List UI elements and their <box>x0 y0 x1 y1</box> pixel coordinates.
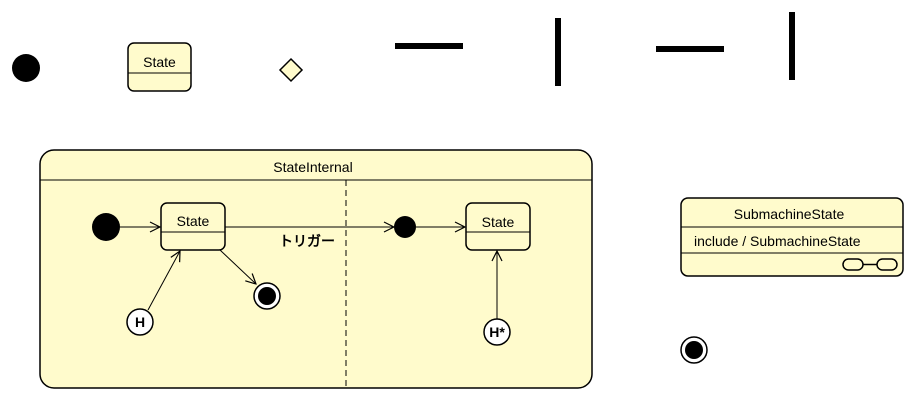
deep-history-label: H* <box>489 324 505 340</box>
transition-state-to-final[interactable] <box>219 249 256 284</box>
join-bar-horizontal-icon[interactable] <box>656 46 724 52</box>
fork-bar-horizontal-icon[interactable] <box>395 43 463 49</box>
region-right-state-label: State <box>482 214 515 230</box>
region-left-state-label: State <box>177 213 210 229</box>
final-state-icon[interactable] <box>680 336 708 364</box>
fork-bar-vertical-icon[interactable] <box>555 18 561 86</box>
region-final-state[interactable] <box>253 282 281 310</box>
composite-state-title: StateInternal <box>273 159 352 175</box>
shallow-history-node[interactable]: H <box>126 308 154 336</box>
submachine-state[interactable]: SubmachineState include / SubmachineStat… <box>680 197 904 277</box>
right-region-initial-node[interactable] <box>394 216 416 238</box>
state-palette-item[interactable]: State <box>127 42 192 92</box>
region-right-state[interactable]: State <box>465 202 531 251</box>
submachine-activity: include / SubmachineState <box>694 233 861 249</box>
choice-diamond-icon[interactable] <box>278 57 304 83</box>
initial-node-icon[interactable] <box>12 54 40 82</box>
composite-state[interactable]: StateInternal <box>39 149 593 389</box>
transition-history-to-state[interactable] <box>147 251 180 311</box>
transition-trigger-label: トリガー <box>279 233 335 249</box>
region-initial-node[interactable] <box>92 213 120 241</box>
deep-history-node[interactable]: H* <box>483 318 511 346</box>
region-left-state[interactable]: State <box>160 202 226 251</box>
submachine-link-icon <box>842 258 898 271</box>
join-bar-vertical-icon[interactable] <box>789 12 795 80</box>
state-label: State <box>143 54 176 70</box>
submachine-state-title: SubmachineState <box>734 206 845 222</box>
shallow-history-label: H <box>135 314 145 330</box>
